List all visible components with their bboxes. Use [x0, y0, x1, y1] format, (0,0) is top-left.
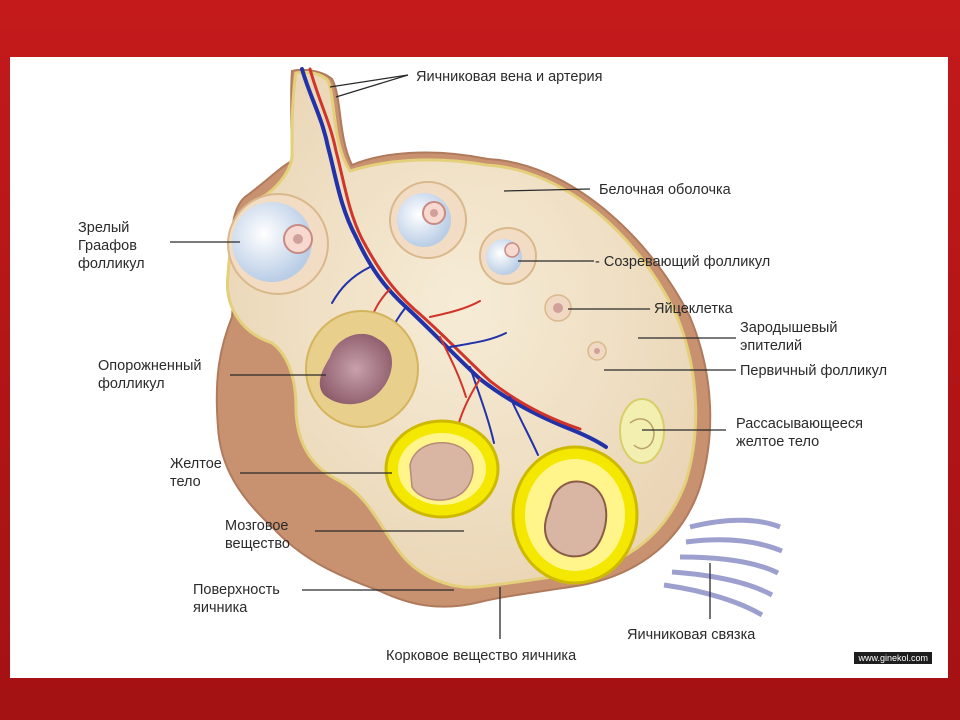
label-egg-cell: Яйцеклетка [654, 301, 733, 317]
label-resorbing-corpus: Рассасывающееся желтое тело [736, 416, 863, 450]
corpus-luteum [384, 419, 500, 519]
emptied-follicle [305, 310, 419, 428]
watermark: www.ginekol.com [854, 652, 932, 664]
label-ovary-surface: Поверхность яичника [193, 582, 280, 616]
maturing-follicle-1 [389, 181, 467, 259]
corpus-luteum-large [511, 445, 639, 585]
label-emptied-follicle: Опорожненный фолликул [98, 358, 202, 392]
label-tunica: Белочная оболочка [599, 182, 731, 198]
egg-cell-follicle [544, 294, 572, 322]
label-primary-follicle: Первичный фолликул [740, 363, 888, 379]
label-germinal-epithelium: Зародышевый эпителий [740, 320, 838, 354]
graafian-follicle [227, 193, 329, 295]
resorbing-corpus-luteum [619, 398, 665, 464]
diagram-panel: Яичниковая вена и артерия Белочная оболо… [10, 57, 948, 678]
label-corpus-luteum: Желтое тело [170, 456, 222, 490]
label-cortex: Корковое вещество яичника [386, 648, 577, 664]
label-maturing-follicle: - Созревающий фолликул [595, 254, 771, 270]
label-graafian-follicle: Зрелый Граафов фолликул [78, 220, 145, 272]
label-medulla: Мозговое вещество [225, 518, 290, 552]
blood-vessels [300, 67, 608, 456]
maturing-follicle-2 [479, 227, 537, 285]
label-vein-artery: Яичниковая вена и артерия [416, 69, 603, 85]
ovarian-ligament [663, 517, 783, 618]
label-ovarian-ligament: Яичниковая связка [627, 627, 756, 643]
leader-lines [170, 74, 736, 639]
primary-follicle [587, 341, 607, 361]
ovary-illustration [170, 67, 783, 639]
